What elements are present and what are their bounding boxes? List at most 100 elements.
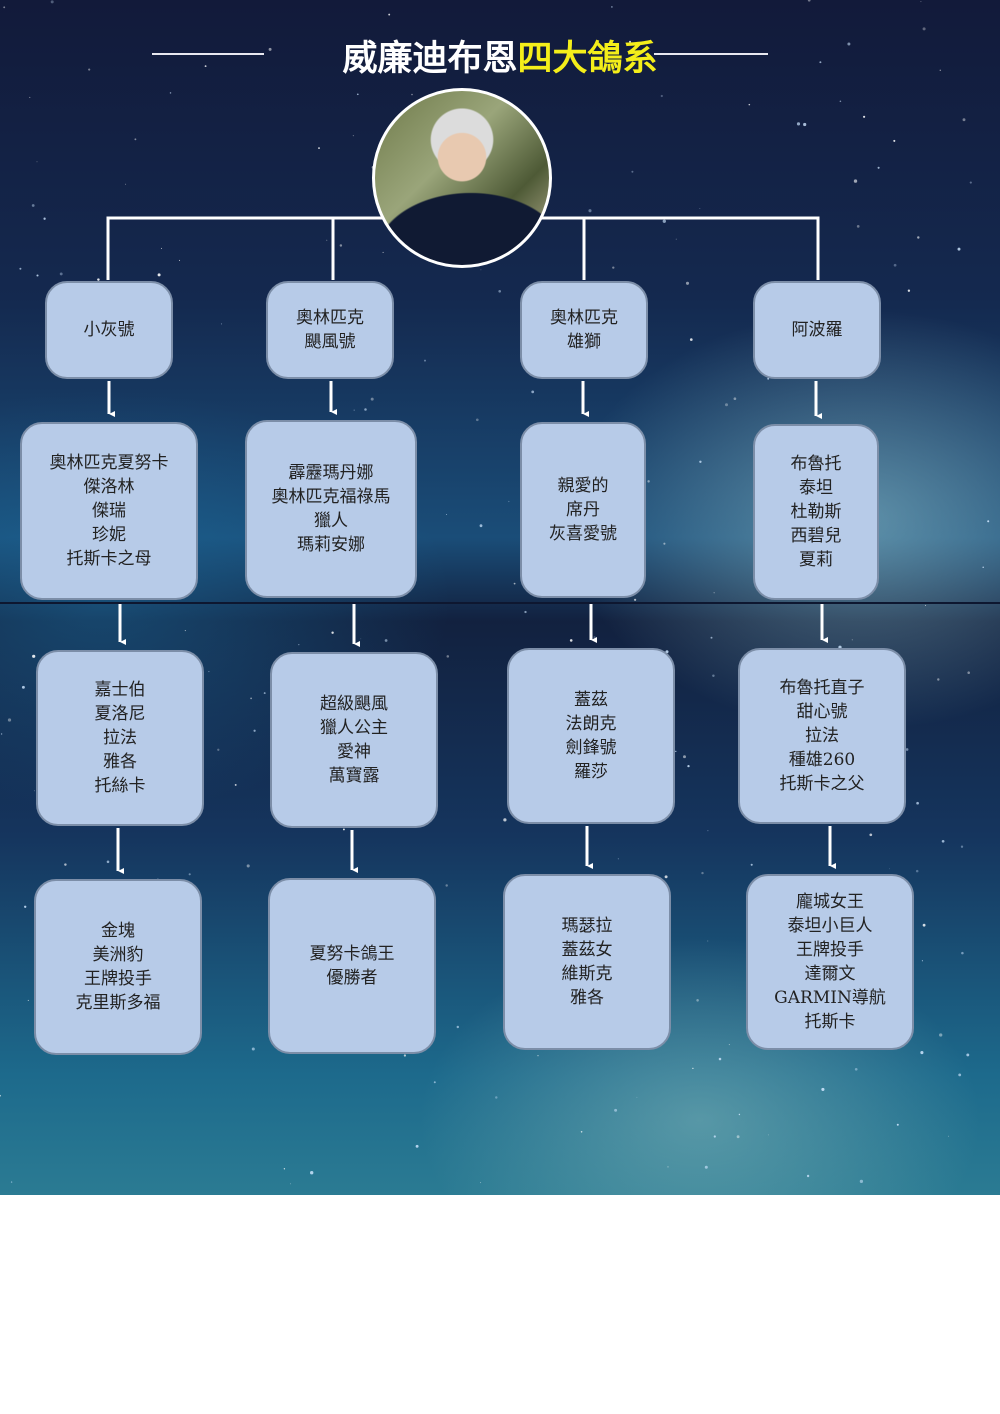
pigeon-name: 蓋茲女	[561, 940, 613, 960]
star	[796, 122, 801, 126]
pigeon-name: 夏努卡鴿王	[309, 944, 395, 964]
pigeon-name: 泰坦	[799, 478, 833, 498]
star	[59, 272, 63, 276]
star	[921, 960, 923, 962]
star	[750, 863, 753, 866]
pigeon-name: 蓋茲	[574, 690, 608, 710]
star	[939, 1033, 943, 1037]
star	[364, 408, 367, 411]
star	[569, 639, 573, 642]
star	[704, 1165, 708, 1169]
pigeon-name: 傑瑞	[92, 501, 126, 521]
star	[819, 61, 822, 64]
star	[495, 1096, 498, 1099]
pigeon-name: 雄獅	[567, 332, 601, 352]
star	[612, 266, 615, 269]
star	[331, 631, 334, 634]
pigeon-box-col3-gen1: 奧林匹克雄獅	[520, 281, 648, 379]
star	[480, 269, 482, 271]
star	[920, 1051, 924, 1055]
title-line-right	[654, 53, 768, 55]
star	[298, 643, 300, 646]
star	[19, 267, 22, 270]
star	[169, 92, 172, 94]
star	[662, 219, 666, 223]
star	[937, 678, 940, 681]
star	[403, 1054, 407, 1057]
star	[636, 1096, 638, 1098]
star	[508, 500, 510, 503]
star	[253, 729, 256, 732]
pigeon-name: 達爾文	[804, 964, 856, 984]
star	[43, 217, 46, 220]
star	[106, 860, 110, 864]
star	[290, 1183, 292, 1185]
star	[0, 733, 3, 735]
pigeon-name: 夏莉	[799, 550, 833, 570]
pigeon-name: 獵人	[314, 511, 348, 531]
pigeon-name: 種雄260	[788, 750, 856, 770]
star	[356, 93, 359, 96]
star	[415, 1144, 419, 1148]
star	[475, 418, 479, 422]
star	[3, 6, 6, 9]
pigeon-name: 夏洛尼	[94, 704, 146, 724]
star	[958, 1073, 962, 1077]
pigeon-name: GARMIN導航	[774, 988, 886, 1008]
star	[987, 520, 990, 523]
pigeon-name: 席丹	[566, 500, 600, 520]
star	[134, 138, 137, 141]
pigeon-box-col3-gen3: 蓋茲法朗克劍鋒號羅莎	[507, 648, 675, 824]
star	[957, 247, 961, 251]
star	[961, 951, 964, 955]
pigeon-name: 愛神	[337, 742, 371, 762]
star	[915, 869, 919, 873]
star	[318, 147, 320, 150]
star	[97, 278, 100, 281]
star	[246, 864, 250, 868]
star	[326, 239, 328, 241]
pigeon-name: 克里斯多福	[75, 993, 161, 1013]
star	[524, 610, 527, 614]
star	[969, 181, 972, 184]
star	[960, 845, 964, 848]
title-highlight: 四大鴿系	[517, 39, 658, 79]
pigeon-name: 親愛的	[557, 476, 609, 496]
pigeon-name: 瑪瑟拉	[561, 916, 613, 936]
star	[724, 403, 729, 407]
star	[920, 1, 922, 3]
star	[939, 69, 942, 72]
pigeon-name: 金塊	[101, 921, 135, 941]
pigeon-name: 美洲豹	[92, 945, 144, 965]
star	[675, 238, 677, 240]
pigeon-name: 奧林匹克夏努卡	[49, 453, 169, 473]
star	[633, 598, 637, 601]
pigeon-box-col1-gen2: 奧林匹克夏努卡傑洛林傑瑞珍妮托斯卡之母	[20, 422, 198, 600]
star	[445, 884, 448, 887]
star	[263, 692, 266, 695]
pigeon-name: 小灰號	[83, 320, 135, 340]
pigeon-name: 雅各	[103, 752, 137, 772]
pigeon-box-col2-gen4: 夏努卡鴿王優勝者	[268, 878, 436, 1054]
pigeon-name: 阿波羅	[791, 320, 843, 340]
star	[588, 209, 592, 213]
pigeon-name: 瑪莉安娜	[297, 535, 365, 555]
star	[36, 274, 39, 277]
star	[893, 139, 896, 142]
star	[33, 790, 35, 792]
pigeon-box-col2-gen1: 奧林匹克颶風號	[266, 281, 394, 379]
star	[856, 225, 860, 228]
star	[217, 748, 220, 751]
pigeon-name: 法朗克	[565, 714, 617, 734]
pigeon-name: 灰喜愛號	[549, 524, 617, 544]
pigeon-name: 颶風號	[304, 332, 356, 352]
star	[733, 397, 737, 401]
pigeon-name: 劍鋒號	[565, 738, 617, 758]
star	[21, 685, 25, 689]
star	[184, 630, 186, 632]
star	[88, 68, 91, 71]
star	[924, 604, 927, 606]
star	[710, 636, 713, 639]
star	[353, 409, 355, 411]
pigeon-name: 奧林匹克福祿馬	[271, 487, 391, 507]
